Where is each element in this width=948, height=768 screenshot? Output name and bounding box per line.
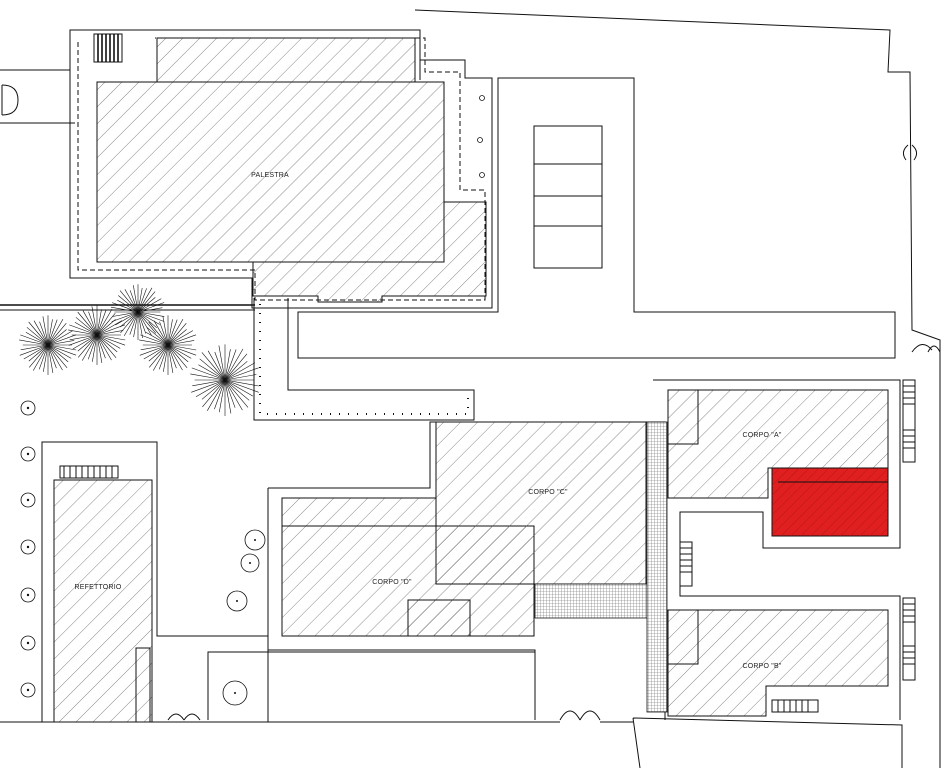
column-center (26, 452, 30, 456)
trees-group (19, 284, 259, 416)
entrance-door-left (1, 84, 19, 116)
tree-icon (190, 344, 259, 416)
column-marker (20, 682, 36, 698)
tree-icon (139, 315, 197, 375)
courtyard (297, 77, 896, 359)
tree-icon (19, 315, 77, 375)
palestra-stair (93, 33, 123, 63)
middle-stair (679, 541, 693, 587)
tree-icon (110, 284, 165, 340)
palestra-label: PALESTRA (251, 172, 289, 179)
column-marker (20, 539, 36, 555)
corpo-b-stair (902, 597, 916, 681)
column-marker (20, 492, 36, 508)
column-center (26, 498, 30, 502)
corpo-a-label: CORPO "A" (742, 432, 781, 439)
corpo-b-block (667, 597, 916, 717)
small-trees (222, 529, 266, 706)
gate-bottom-center (559, 710, 601, 721)
corpo-c-label: CORPO "C" (528, 489, 568, 496)
entrance-door-corner (911, 344, 941, 353)
column-marker (20, 400, 36, 416)
refettorio-label: REFETTORIO (75, 584, 122, 591)
column-marker (20, 587, 36, 603)
corpo-b-label: CORPO "B" (742, 663, 781, 670)
entrance-door-right (902, 144, 918, 161)
highlighted-area (771, 467, 889, 537)
column-center (26, 593, 30, 597)
column-center (26, 641, 30, 645)
column-marker (20, 635, 36, 651)
refettorio-stair (59, 465, 119, 479)
column-center (26, 688, 30, 692)
palestra-block (69, 33, 493, 309)
gate-bottom-left (167, 713, 201, 721)
corpo-c-block (435, 421, 668, 713)
corpo-a-block (653, 379, 916, 720)
column-marker (20, 446, 36, 462)
covered-walkway (253, 298, 475, 421)
columns-palestra (477, 95, 485, 178)
corpo-d-label: CORPO "D" (372, 579, 412, 586)
columns-left (20, 400, 36, 698)
corpo-a-stair (902, 379, 916, 463)
column-center (26, 545, 30, 549)
tree-icon (68, 305, 126, 365)
column-center (26, 406, 30, 410)
refettorio-block (41, 441, 269, 723)
